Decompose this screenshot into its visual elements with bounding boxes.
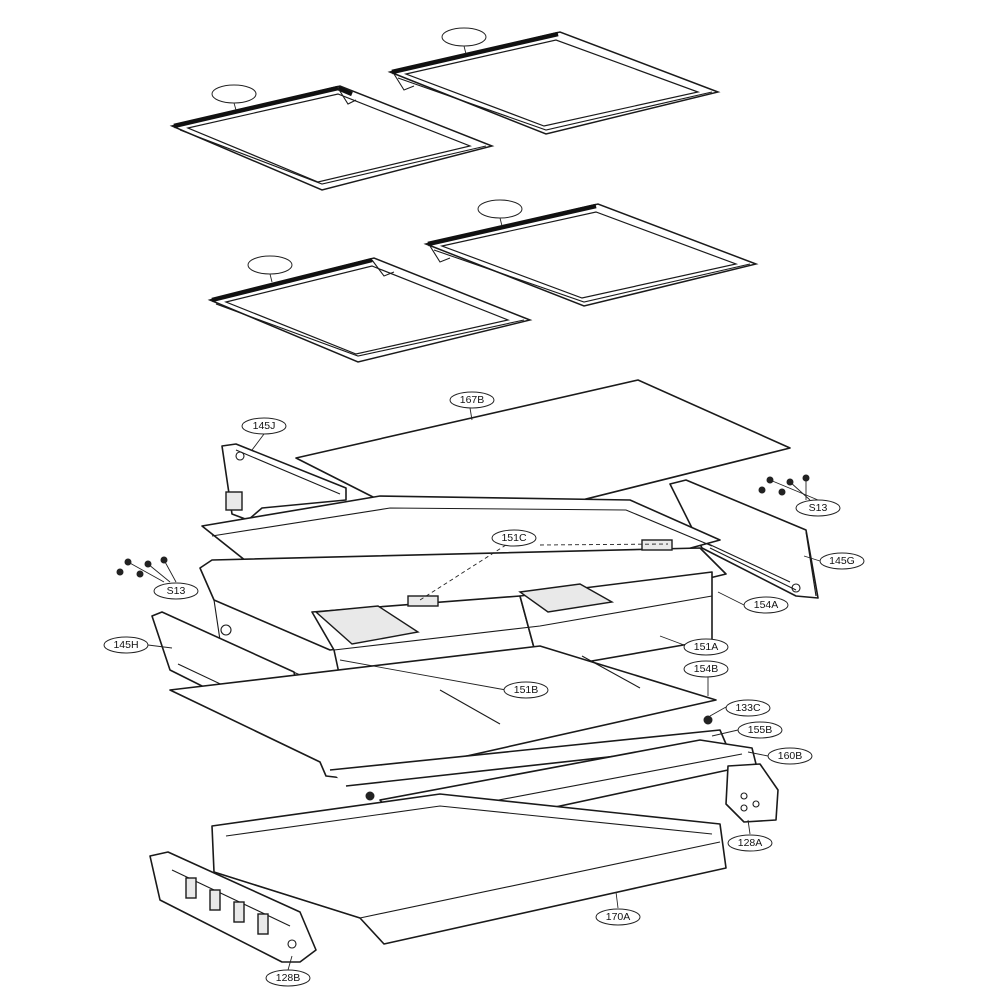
svg-text:170A: 170A bbox=[606, 911, 631, 923]
svg-text:151A: 151A bbox=[694, 641, 719, 653]
callout-151A: 151A bbox=[683, 638, 729, 656]
bracket-128A bbox=[725, 763, 779, 823]
callout-170A: 170A bbox=[595, 908, 641, 926]
callout-133C: 133C bbox=[725, 699, 771, 717]
svg-text:145G: 145G bbox=[829, 555, 855, 567]
bracket-128B bbox=[149, 851, 317, 963]
callout-145G: 145G bbox=[819, 552, 865, 570]
callout-blank-shelf-3 bbox=[247, 255, 293, 275]
callout-blank-shelf-4 bbox=[477, 199, 523, 219]
rail-145G bbox=[669, 479, 819, 599]
callout-155B: 155B bbox=[737, 721, 783, 739]
glass-shelf-top-right bbox=[387, 27, 721, 135]
svg-text:167B: 167B bbox=[460, 394, 485, 406]
svg-text:128A: 128A bbox=[738, 837, 763, 849]
callout-S13-left: S13 bbox=[153, 582, 199, 600]
callout-151B: 151B bbox=[503, 681, 549, 699]
svg-text:133C: 133C bbox=[735, 702, 761, 714]
svg-text:145J: 145J bbox=[253, 420, 276, 432]
callout-blank-shelf-2 bbox=[441, 27, 487, 47]
svg-text:155B: 155B bbox=[748, 724, 773, 736]
svg-text:S13: S13 bbox=[167, 585, 186, 597]
callout-145H: 145H bbox=[103, 636, 149, 654]
svg-text:145H: 145H bbox=[113, 639, 138, 651]
callout-145J: 145J bbox=[241, 417, 287, 435]
crisper-170A bbox=[211, 793, 727, 945]
glass-shelf-middle-right bbox=[423, 199, 759, 307]
callout-154A: 154A bbox=[743, 596, 789, 614]
svg-text:154A: 154A bbox=[754, 599, 779, 611]
callout-128A: 128A bbox=[727, 834, 773, 852]
glass-shelf-top-left bbox=[169, 84, 495, 191]
svg-text:160B: 160B bbox=[778, 750, 803, 762]
callout-blank-shelf-1 bbox=[211, 84, 257, 104]
svg-text:151C: 151C bbox=[501, 532, 527, 544]
glass-shelf-middle-left bbox=[207, 255, 533, 363]
callout-167B: 167B bbox=[449, 391, 495, 409]
callout-S13-right: S13 bbox=[795, 499, 841, 517]
rail-145J bbox=[221, 443, 347, 521]
svg-text:S13: S13 bbox=[809, 502, 828, 514]
callout-128B: 128B bbox=[265, 969, 311, 987]
callout-154B: 154B bbox=[683, 660, 729, 678]
svg-text:151B: 151B bbox=[514, 684, 539, 696]
drawer-tray-assembly bbox=[199, 495, 727, 707]
screws-S13-left bbox=[116, 556, 168, 578]
svg-text:128B: 128B bbox=[276, 972, 301, 984]
svg-text:154B: 154B bbox=[694, 663, 719, 675]
callout-151C: 151C bbox=[491, 529, 537, 547]
base-plate-154B bbox=[169, 645, 727, 787]
leader-lines bbox=[127, 407, 821, 971]
callout-160B: 160B bbox=[767, 747, 813, 765]
